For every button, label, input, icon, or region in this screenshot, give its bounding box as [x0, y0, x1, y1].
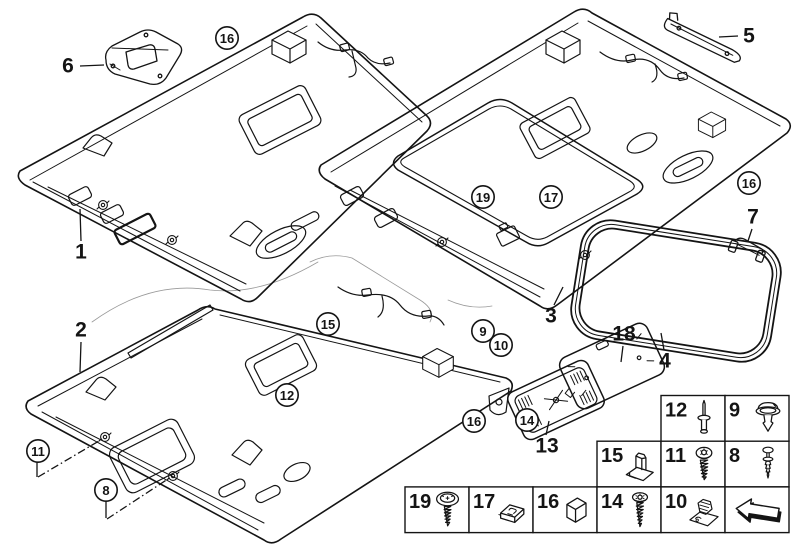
- fastener-table: 12 9 15 11 8 19 17 16 14 10: [404, 394, 790, 534]
- callout-circle: [514, 407, 539, 432]
- table-cell-border: [724, 440, 790, 488]
- table-cell-number: 11: [665, 445, 686, 467]
- leader-line-18: [620, 345, 624, 363]
- leader-line-5: [718, 35, 739, 38]
- leader-line-3: [553, 286, 564, 306]
- callout-18[interactable]: 18: [612, 323, 636, 346]
- callout-circled-12[interactable]: 12: [274, 382, 299, 407]
- leader-line-7: [747, 228, 753, 242]
- callout-circle: [488, 332, 513, 357]
- callout-circled-8[interactable]: 8: [94, 477, 119, 502]
- callout-circle: [470, 185, 495, 210]
- table-cell-number: 10: [665, 491, 687, 513]
- bracket-part-6: [104, 29, 183, 86]
- callout-3[interactable]: 3: [545, 305, 557, 328]
- table-cell-16[interactable]: 16: [532, 486, 598, 534]
- table-cell-9[interactable]: 9: [724, 394, 790, 442]
- callout-circled-17[interactable]: 17: [538, 185, 563, 210]
- callout-1[interactable]: 1: [75, 241, 87, 264]
- wiring-harness: [337, 286, 445, 326]
- callout-number: 9: [479, 324, 486, 339]
- callout-5[interactable]: 5: [743, 25, 755, 48]
- table-cell-17[interactable]: 17: [468, 486, 534, 534]
- callout-circled-16[interactable]: 16: [736, 171, 761, 196]
- table-cell-number: 17: [473, 491, 495, 513]
- table-cell-border: [660, 394, 726, 442]
- callout-circle: [25, 438, 50, 463]
- callout-circle: [94, 477, 119, 502]
- table-cell-number: 16: [537, 491, 559, 513]
- callout-circle: [461, 408, 486, 433]
- callout-6[interactable]: 6: [62, 55, 74, 78]
- table-cell-border: [724, 394, 790, 442]
- callout-number: 19: [476, 190, 490, 205]
- callout-4[interactable]: 4: [659, 350, 671, 373]
- trim-strip-part-5: [663, 12, 741, 63]
- table-cell-number: 15: [601, 445, 623, 467]
- console-cover-part-18: [558, 322, 666, 410]
- leader-line-13: [545, 420, 550, 436]
- ghost-contours: [91, 255, 493, 323]
- callout-2[interactable]: 2: [75, 319, 87, 342]
- callout-number: 17: [544, 190, 558, 205]
- callout-circle: [274, 382, 299, 407]
- sunroof-seal-part-4: [570, 219, 782, 363]
- table-cell-8[interactable]: 8: [724, 440, 790, 488]
- callout-circle: [538, 185, 563, 210]
- callout-number: 11: [31, 444, 45, 459]
- table-cell-19[interactable]: 19: [404, 486, 470, 534]
- leader-dashdot-11: [37, 437, 105, 478]
- callout-number: 16: [220, 31, 234, 46]
- headliner-panel-2: [25, 286, 513, 544]
- callout-number: 14: [520, 413, 535, 428]
- table-cell-border: [404, 486, 470, 534]
- table-cell-12[interactable]: 12: [660, 394, 726, 442]
- sunroof-opening: [392, 98, 644, 247]
- table-cell-number: 19: [409, 491, 431, 513]
- callout-number: 15: [321, 317, 335, 332]
- callout-13[interactable]: 13: [535, 435, 558, 458]
- table-cell-number: 9: [729, 400, 740, 422]
- callout-circle: [470, 318, 495, 343]
- table-cell-11[interactable]: 11: [660, 440, 726, 488]
- headliner-panel-1: [17, 13, 432, 303]
- table-cell-back-arrow[interactable]: [724, 486, 790, 534]
- wiring-harness: [599, 51, 689, 83]
- callout-circled-15[interactable]: 15: [315, 311, 340, 336]
- table-cell-10[interactable]: 10: [660, 486, 726, 534]
- table-cell-14[interactable]: 14: [596, 486, 662, 534]
- callout-number: 16: [467, 414, 481, 429]
- table-cell-number: 14: [601, 491, 624, 513]
- callout-circle: [736, 171, 761, 196]
- table-cell-number: 8: [729, 445, 740, 467]
- callout-number: 10: [494, 338, 508, 353]
- wiring-harness: [317, 41, 395, 78]
- callout-number: 12: [280, 388, 294, 403]
- callout-circled-9[interactable]: 9: [470, 318, 495, 343]
- leader-line-4: [660, 332, 665, 351]
- callout-circled-11[interactable]: 11: [25, 438, 50, 463]
- table-cell-number: 12: [665, 400, 687, 422]
- callout-circled-19[interactable]: 19: [470, 185, 495, 210]
- callout-number: 16: [742, 176, 756, 191]
- leader-line-6: [79, 64, 105, 67]
- callout-7[interactable]: 7: [747, 206, 759, 229]
- callout-circle: [315, 311, 340, 336]
- table-cell-border: [660, 486, 726, 534]
- leader-line-2: [79, 341, 82, 373]
- callout-circle: [215, 25, 240, 50]
- table-cell-border: [596, 440, 662, 488]
- callout-circled-16[interactable]: 16: [215, 25, 240, 50]
- headliner-panel-3: [318, 8, 792, 310]
- leader-dashdot-8: [106, 476, 172, 520]
- leader-line-1: [79, 208, 82, 242]
- leader-lines: [36, 35, 753, 520]
- callout-circled-16[interactable]: 16: [461, 408, 486, 433]
- callout-number: 8: [102, 483, 109, 498]
- callout-circled-10[interactable]: 10: [488, 332, 513, 357]
- callout-circled-14[interactable]: 14: [514, 407, 539, 432]
- table-cell-15[interactable]: 15: [596, 440, 662, 488]
